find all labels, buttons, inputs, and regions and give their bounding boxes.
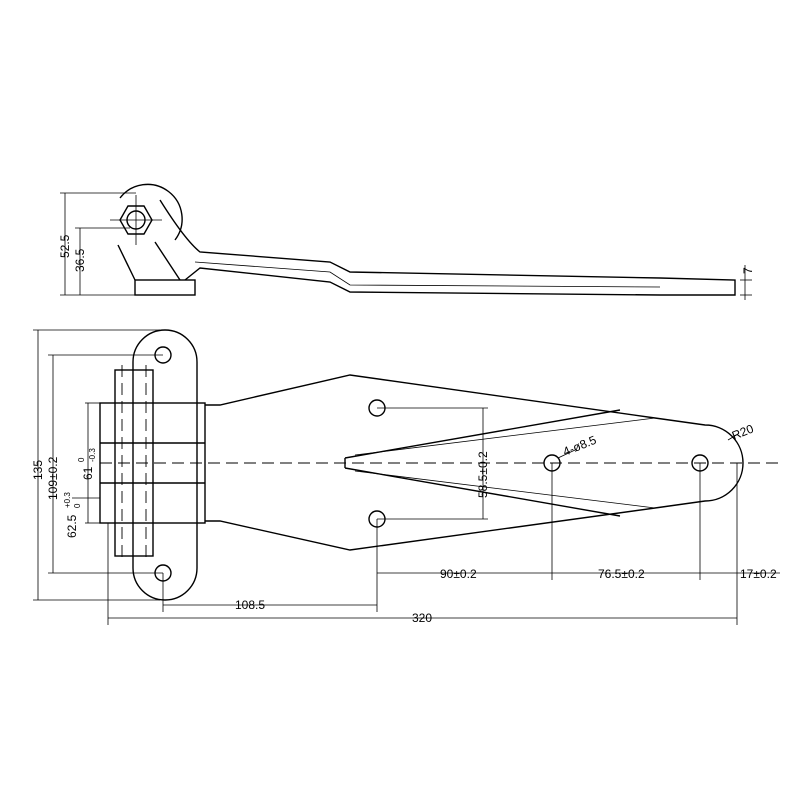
side-base-plate bbox=[134, 279, 196, 296]
dim-52-5: 52.5 bbox=[58, 234, 72, 258]
dim-109: 109±0.2 bbox=[46, 456, 60, 500]
pin-outline bbox=[114, 369, 154, 557]
dim-320: 320 bbox=[412, 611, 432, 625]
dim-61-tol-lower: -0.3 bbox=[88, 448, 97, 462]
dim-62-5-value: 62.5 bbox=[65, 514, 79, 538]
dim-58-5: 58.5±0.2 bbox=[476, 451, 490, 498]
dim-62-5-tol-upper: +0.3 bbox=[63, 492, 72, 508]
dim-76-5: 76.5±0.2 bbox=[598, 567, 645, 581]
side-view: 52.5 36.5 7 bbox=[58, 183, 755, 300]
dim-36-5: 36.5 bbox=[73, 248, 87, 272]
top-view: 135 109±0.2 61 0 -0.3 62.5 +0.3 0 58.5±0… bbox=[31, 329, 780, 625]
side-leaf-arm bbox=[159, 199, 736, 296]
side-knuckle-body bbox=[117, 183, 183, 281]
mounting-plate bbox=[132, 329, 198, 601]
dim-62-5-tol-lower: 0 bbox=[73, 503, 82, 508]
dim-135: 135 bbox=[31, 460, 45, 480]
dim-17: 17±0.2 bbox=[740, 567, 777, 581]
hole-callout: 4-ø8.5 bbox=[561, 433, 599, 459]
dim-61: 61 bbox=[81, 466, 95, 480]
side-leaf-inner bbox=[194, 261, 661, 288]
dim-108-5: 108.5 bbox=[235, 598, 265, 612]
dim-61-tol-upper: 0 bbox=[77, 457, 86, 462]
radius-callout: R20 bbox=[730, 421, 756, 442]
leaf-rib bbox=[344, 409, 621, 517]
dim-7: 7 bbox=[741, 267, 755, 274]
dim-90: 90±0.2 bbox=[440, 567, 477, 581]
leaf-outline bbox=[205, 374, 744, 551]
